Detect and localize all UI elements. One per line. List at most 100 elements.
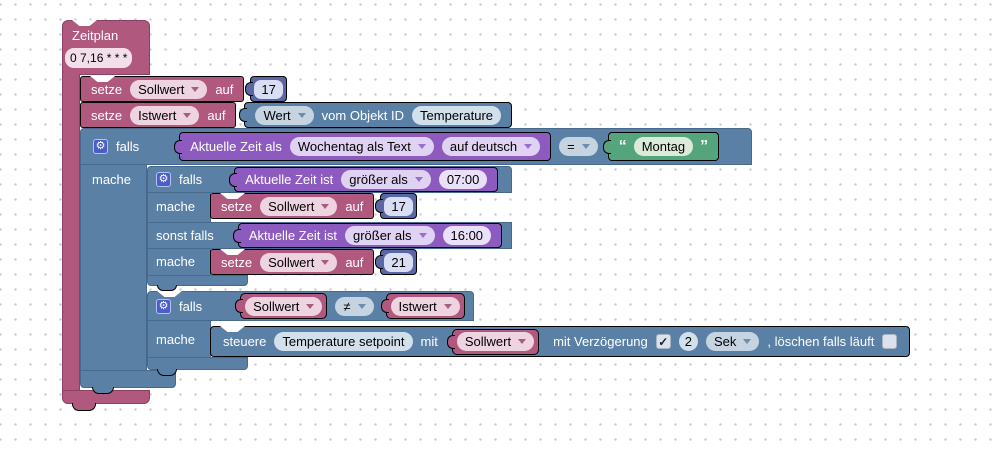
set-variable-block[interactable]: setze Sollwert auf (80, 76, 245, 102)
attribute-dropdown-value: Wert (263, 107, 291, 123)
variable-dropdown[interactable]: Sollwert (260, 252, 338, 272)
language-dropdown[interactable]: auf deutsch (441, 137, 541, 156)
compare-if-block-footer[interactable] (147, 357, 248, 370)
delay-unit-dropdown[interactable]: Sek (706, 332, 760, 351)
variable-dropdown-value: Sollwert (138, 81, 185, 97)
time-if-block-elseif-row[interactable]: sonst falls Aktuelle Zeit ist größer als… (147, 222, 512, 249)
chevron-down-icon (321, 259, 330, 265)
set-variable-row-3: setze Sollwert auf 17 (210, 193, 417, 219)
variable-dropdown[interactable]: Sollwert (245, 296, 323, 316)
delay-unit-value: Sek (714, 334, 737, 349)
number-field[interactable]: 21 (384, 252, 413, 272)
time-if-block-header[interactable]: falls Aktuelle Zeit ist größer als 07:00 (147, 166, 512, 193)
outer-if-block-header[interactable]: falls Aktuelle Zeit als Wochentag als Te… (80, 128, 752, 165)
delay-checkbox[interactable]: ✓ (655, 334, 671, 349)
variable-getter-block[interactable]: Sollwert (446, 328, 540, 355)
time-compare-block[interactable]: Aktuelle Zeit ist größer als 07:00 (229, 167, 499, 192)
control-row: steuere Temperature setpoint mit Sollwer… (210, 326, 911, 357)
number-block[interactable]: 21 (375, 249, 417, 275)
number-block[interactable]: 17 (375, 193, 417, 219)
do-keyword-label: mache (156, 332, 196, 347)
set-variable-block[interactable]: setze Sollwert auf (210, 249, 375, 275)
time-field[interactable]: 07:00 (438, 170, 488, 189)
chevron-down-icon (414, 177, 423, 182)
gear-icon[interactable] (156, 172, 171, 187)
time-operator-dropdown[interactable]: größer als (344, 226, 435, 245)
variable-dropdown[interactable]: Sollwert (260, 196, 338, 216)
variable-getter-block[interactable]: Istwert (380, 293, 465, 319)
puzzle-tab (232, 228, 241, 243)
time-field[interactable]: 16:00 (442, 226, 492, 245)
attribute-dropdown[interactable]: Wert (255, 105, 314, 125)
set-keyword-label: setze (91, 107, 123, 123)
variable-dropdown[interactable]: Istwert (130, 105, 200, 125)
time-operator-dropdown[interactable]: größer als (341, 170, 431, 189)
set-variable-row-2: setze Istwert auf Wert vom Objekt ID Tem… (80, 102, 513, 128)
puzzle-tab (602, 139, 611, 154)
variable-dropdown-value: Sollwert (464, 334, 512, 349)
with-keyword-label: mit (420, 334, 438, 349)
variable-getter-block[interactable]: Sollwert (235, 293, 328, 319)
to-keyword-label: auf (345, 198, 364, 214)
clear-running-checkbox[interactable] (882, 334, 898, 349)
object-id-field[interactable]: Temperature setpoint (274, 332, 413, 351)
do-keyword-label: mache (156, 199, 196, 214)
compare-operator-dropdown[interactable]: = (559, 137, 598, 156)
number-field[interactable]: 17 (254, 79, 283, 99)
compare-operator-value: ≠ (343, 298, 351, 314)
puzzle-tab (446, 334, 455, 349)
set-variable-block[interactable]: setze Istwert auf (80, 102, 237, 128)
time-format-dropdown[interactable]: Wochentag als Text (289, 137, 434, 156)
text-block[interactable]: “ Montag ” (602, 132, 720, 161)
close-quote-icon: ” (700, 137, 709, 155)
variable-dropdown-value: Sollwert (268, 254, 315, 270)
puzzle-tab (375, 199, 384, 213)
set-keyword-label: setze (91, 81, 123, 97)
time-convert-block[interactable]: Aktuelle Zeit als Wochentag als Text auf… (174, 132, 552, 161)
chevron-down-icon (743, 339, 752, 344)
time-if-block-left-column-2[interactable]: mache (147, 249, 211, 275)
time-if-block-left-column[interactable]: mache (147, 193, 211, 223)
control-state-block[interactable]: steuere Temperature setpoint mit Sollwer… (210, 326, 911, 357)
puzzle-tab (174, 139, 183, 154)
time-if-block-footer[interactable] (147, 275, 248, 286)
number-block[interactable]: 17 (245, 76, 287, 102)
set-variable-block[interactable]: setze Sollwert auf (210, 193, 375, 219)
do-keyword-label: mache (156, 254, 196, 269)
outer-if-block-left-column[interactable]: mache (80, 165, 147, 371)
gear-icon[interactable] (156, 298, 171, 314)
number-field[interactable]: 17 (384, 196, 413, 216)
puzzle-tab (239, 108, 248, 122)
schedule-block-header[interactable]: Zeitplan 0 7,16 * * * (62, 20, 150, 75)
connector-bump (92, 387, 114, 394)
compare-if-block-left-column[interactable]: mache (147, 321, 211, 357)
chevron-down-icon (418, 233, 427, 238)
compare-operator-dropdown[interactable]: ≠ (335, 296, 374, 316)
compare-if-block-header[interactable]: falls Sollwert ≠ Istwert (147, 291, 474, 321)
schedule-block-left-column[interactable] (62, 74, 80, 393)
set-variable-row-1: setze Sollwert auf 17 (80, 76, 287, 102)
gear-icon[interactable] (93, 139, 108, 154)
to-keyword-label: auf (215, 81, 234, 97)
delay-value-field[interactable]: 2 (678, 332, 698, 351)
compare-operator-value: = (567, 139, 575, 154)
puzzle-tab (245, 82, 254, 96)
connector-bump (72, 403, 96, 411)
do-keyword-label: mache (92, 172, 132, 187)
time-compare-block[interactable]: Aktuelle Zeit ist größer als 16:00 (232, 223, 503, 248)
variable-dropdown[interactable]: Sollwert (130, 79, 208, 99)
variable-dropdown[interactable]: Istwert (390, 296, 460, 316)
outer-if-block-footer[interactable] (80, 370, 176, 388)
variable-dropdown[interactable]: Sollwert (456, 332, 535, 351)
connector-notch (220, 193, 245, 199)
cron-expression-field[interactable]: 0 7,16 * * * (65, 48, 133, 68)
time-compare-label: Aktuelle Zeit ist (248, 228, 337, 243)
chevron-down-icon (321, 203, 330, 209)
text-field[interactable]: Montag (633, 137, 694, 156)
chevron-down-icon (518, 339, 527, 344)
chevron-down-icon (443, 303, 452, 309)
get-object-value-block[interactable]: Wert vom Objekt ID Temperature (239, 102, 513, 128)
object-id-field[interactable]: Temperature (412, 105, 502, 125)
elseif-keyword-label: sonst falls (156, 228, 214, 243)
